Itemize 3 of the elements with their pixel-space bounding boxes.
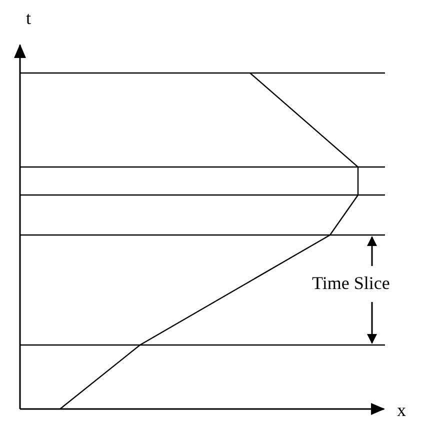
- axis-label: t: [26, 8, 32, 28]
- dimension-label: Time Slice: [312, 273, 390, 293]
- axis-label: x: [397, 400, 406, 420]
